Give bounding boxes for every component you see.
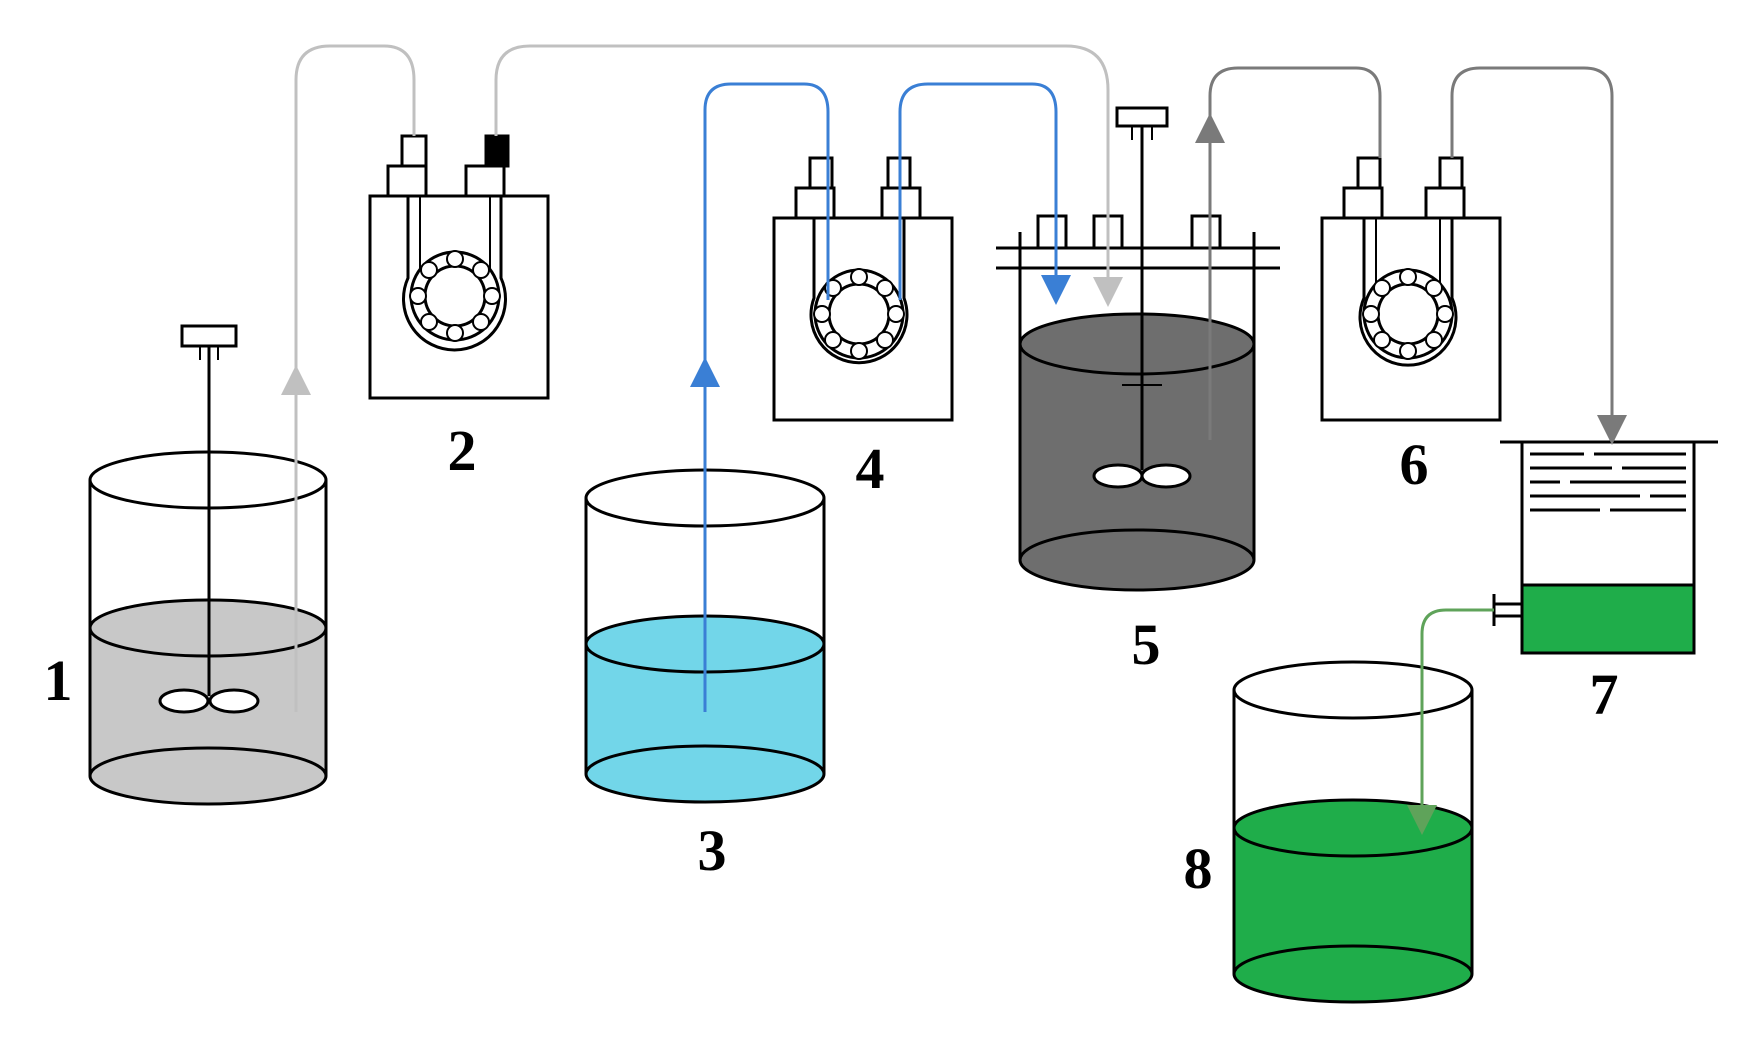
tube-pump-4-to-reactor-5 — [898, 82, 1071, 305]
reactor-5 — [996, 106, 1280, 592]
settler-7-outlet — [1492, 602, 1524, 618]
tube-reactor-5-to-pump-6 — [1208, 66, 1382, 440]
reactor-port — [1190, 214, 1222, 250]
pump-4-housing — [772, 216, 954, 422]
tube-3-to-pump-4 — [703, 82, 830, 712]
label-vessel-3: 3 — [698, 818, 727, 883]
label-reactor-5: 5 — [1132, 612, 1161, 677]
vessel-8-rim — [1232, 660, 1474, 720]
vessel-8 — [1232, 660, 1474, 1004]
pump-2 — [368, 134, 550, 400]
vessel-8-liquid-surface — [1232, 798, 1474, 858]
peristaltic-pump-icon — [813, 268, 905, 360]
tube-pump-6-to-settler-7 — [1450, 66, 1627, 445]
vessel-1 — [88, 324, 328, 806]
stirrer-icon — [1092, 106, 1192, 489]
reactor-port — [1036, 214, 1068, 250]
label-vessel-1: 1 — [44, 648, 73, 713]
settler-7-sediment-lines — [1530, 452, 1686, 512]
peristaltic-pump-icon — [1362, 268, 1454, 360]
label-pump-2: 2 — [448, 418, 477, 483]
reactor-5-liquid — [1020, 344, 1254, 560]
settler-7-liquid — [1520, 583, 1696, 655]
label-pump-4: 4 — [856, 436, 885, 501]
label-pump-6: 6 — [1400, 432, 1429, 497]
label-vessel-8: 8 — [1184, 836, 1213, 901]
tube-settler-7-to-vessel-8 — [1407, 608, 1494, 835]
pump-4 — [772, 156, 954, 422]
reactor-5-liquid-surface — [1018, 312, 1256, 376]
peristaltic-pump-icon — [409, 250, 501, 342]
tube-pump-2-to-reactor-5 — [494, 44, 1123, 307]
settler-7 — [1492, 440, 1718, 655]
pump-6 — [1320, 156, 1502, 422]
label-settler-7: 7 — [1590, 662, 1619, 727]
tube-1-to-pump-2 — [294, 44, 416, 712]
stirrer-icon — [158, 324, 260, 714]
